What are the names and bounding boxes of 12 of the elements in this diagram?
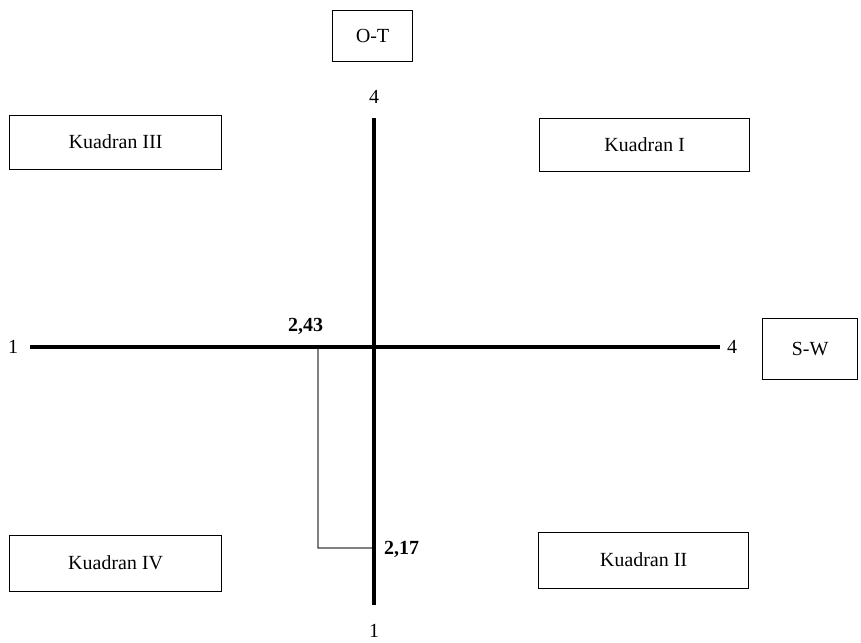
label-box: Kuadran I xyxy=(539,118,750,172)
axis-tick-label: 4 xyxy=(369,86,379,108)
label-box: Kuadran IV xyxy=(9,535,222,592)
label-box: O-T xyxy=(332,10,413,62)
label-box: Kuadran III xyxy=(9,115,222,170)
axis-tick-label: 1 xyxy=(369,620,379,642)
axis-tick-label: 4 xyxy=(727,336,737,358)
label-box: Kuadran II xyxy=(538,532,749,589)
value-label: 2,43 xyxy=(288,314,323,336)
label-box: S-W xyxy=(762,318,858,380)
axis-tick-label: 1 xyxy=(8,336,18,358)
value-label: 2,17 xyxy=(384,537,419,559)
